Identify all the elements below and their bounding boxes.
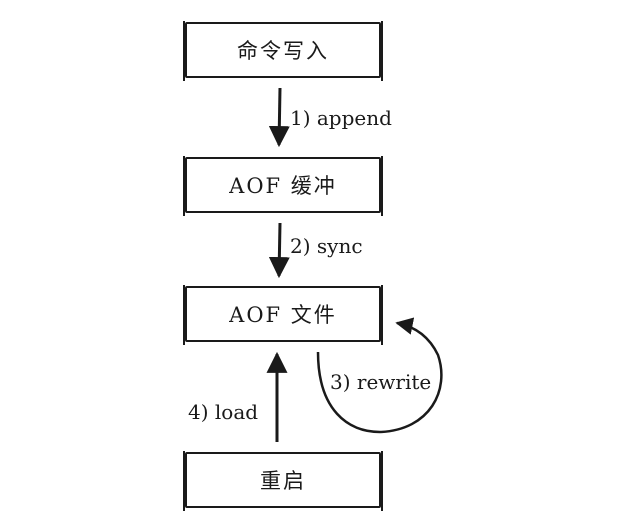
aof-buffer-label: AOF 缓冲 [229,174,337,198]
arrow-sync [268,222,290,279]
append-edge-label: 1) append [290,106,392,130]
restart-box: 重启 [183,451,383,511]
restart-label: 重启 [260,469,306,493]
load-edge-label: 4) load [188,400,259,424]
arrow-rewrite [316,317,443,434]
command-write-label: 命令写入 [237,39,329,63]
arrow-append [268,87,290,148]
aof-file-label: AOF 文件 [229,303,337,327]
aof-buffer-box: AOF 缓冲 [183,156,383,216]
aof-file-box: AOF 文件 [183,285,383,345]
sync-edge-label: 2) sync [290,234,363,258]
rewrite-edge-label: 3) rewrite [330,370,432,394]
command-write-box: 命令写入 [183,21,383,81]
